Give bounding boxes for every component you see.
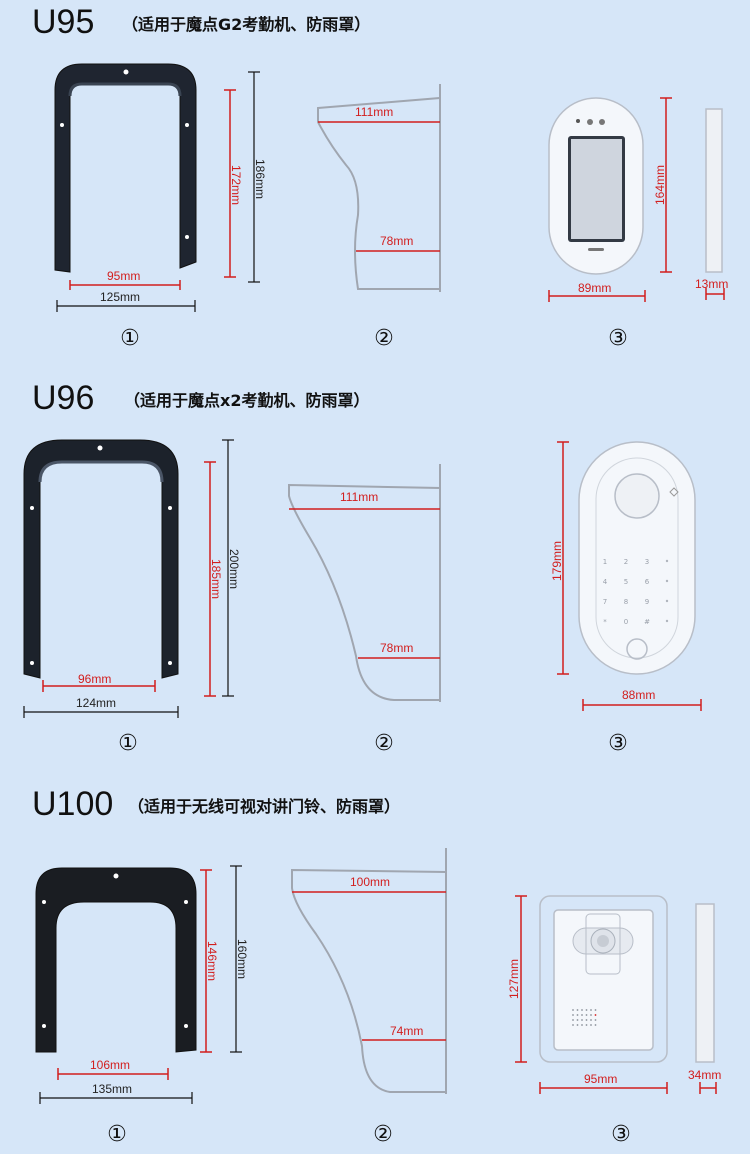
- speaker-hole: [576, 1014, 579, 1016]
- speaker-hole: [581, 1014, 583, 1016]
- front-outer-width: 124mm: [76, 696, 117, 710]
- u95-front-hood: [54, 63, 197, 273]
- front-inner-width: 96mm: [78, 672, 112, 686]
- keypad-key: 1: [603, 558, 607, 566]
- speaker-hole: [585, 1019, 588, 1021]
- keypad-indicator: [665, 559, 669, 563]
- device-height: 127mm: [507, 958, 522, 1000]
- marker-1: ①: [107, 1122, 127, 1147]
- keypad-key: 4: [603, 578, 608, 586]
- keypad-key: #: [644, 618, 650, 626]
- marker-2: ②: [373, 1122, 393, 1147]
- u95-side-profile: [317, 96, 441, 290]
- side-bottom-depth: 74mm: [390, 1024, 424, 1038]
- speaker-hole: [572, 1024, 574, 1026]
- marker-2: ②: [374, 731, 394, 756]
- section-u96: U96 （适用于魔点x2考勤机、防雨罩） 1 2 3 4 5 6 7 8 9 * 0 #: [0, 378, 750, 778]
- keypad-key: 6: [645, 578, 650, 586]
- front-inner-width: 106mm: [90, 1058, 131, 1072]
- u96-keypad: 1 2 3 4 5 6 7 8 9 * 0 #: [603, 558, 669, 626]
- keypad-indicator: [665, 619, 669, 623]
- keypad-key: 9: [645, 598, 649, 606]
- device-width: 88mm: [622, 688, 656, 702]
- u95-device-side: [705, 108, 723, 273]
- keypad-key: 3: [645, 558, 649, 566]
- keypad-key: 0: [624, 618, 628, 626]
- device-height: 164mm: [653, 164, 668, 206]
- speaker-hole: [594, 1009, 597, 1011]
- keypad-key: 2: [624, 558, 628, 566]
- side-top-depth: 100mm: [350, 875, 391, 889]
- front-outer-width: 125mm: [100, 290, 141, 304]
- u100-side-profile: [291, 868, 447, 1093]
- u100-drawings: [35, 848, 717, 1104]
- side-bottom-depth: 78mm: [380, 234, 414, 248]
- u96-device-front: [578, 441, 696, 675]
- speaker-hole: [590, 1024, 592, 1026]
- device-width: 89mm: [578, 281, 612, 295]
- front-outer-height: 200mm: [227, 548, 242, 590]
- speaker-hole: [576, 1024, 579, 1026]
- model-subtitle: （适用于无线可视对讲门铃、防雨罩）: [128, 797, 401, 816]
- front-inner-height: 185mm: [209, 558, 224, 600]
- keypad-indicator: [665, 579, 669, 583]
- device-thickness: 34mm: [688, 1068, 722, 1082]
- front-outer-height: 186mm: [253, 158, 268, 200]
- side-top-depth: 111mm: [355, 105, 394, 119]
- u100-device-plate: [539, 895, 668, 1063]
- marker-3: ③: [608, 326, 628, 351]
- section-u100: U100 （适用于无线可视对讲门铃、防雨罩）: [0, 784, 750, 1154]
- front-inner-height: 146mm: [205, 940, 220, 982]
- model-subtitle: （适用于魔点G2考勤机、防雨罩）: [122, 15, 371, 34]
- speaker-hole: [581, 1009, 583, 1011]
- section-u95: U95 （适用于魔点G2考勤机、防雨罩）: [0, 0, 750, 380]
- speaker-hole: [594, 1024, 597, 1026]
- u96-front-hood: [23, 439, 179, 679]
- keypad-key: 5: [624, 578, 628, 586]
- front-inner-width: 95mm: [107, 269, 141, 283]
- u95-drawings: [54, 63, 725, 312]
- speaker-hole: [576, 1019, 579, 1021]
- model-title: U95: [32, 3, 95, 41]
- speaker-hole: [594, 1019, 597, 1021]
- marker-3: ③: [608, 731, 628, 756]
- front-outer-width: 135mm: [92, 1082, 133, 1096]
- model-subtitle: （适用于魔点x2考勤机、防雨罩）: [124, 391, 370, 410]
- u96-drawings: 1 2 3 4 5 6 7 8 9 * 0 #: [23, 439, 702, 718]
- side-bottom-depth: 78mm: [380, 641, 414, 655]
- speaker-hole: [572, 1014, 574, 1016]
- marker-1: ①: [120, 326, 140, 351]
- marker-2: ②: [374, 326, 394, 351]
- device-width: 95mm: [584, 1072, 618, 1086]
- speaker-hole: [594, 1014, 597, 1016]
- marker-3: ③: [611, 1122, 631, 1147]
- u96-side-profile: [288, 483, 441, 701]
- model-title: U96: [32, 379, 95, 417]
- speaker-hole: [572, 1019, 574, 1021]
- speaker-hole: [572, 1009, 574, 1011]
- model-title: U100: [32, 785, 114, 823]
- speaker-hole: [590, 1009, 592, 1011]
- speaker-hole: [585, 1009, 588, 1011]
- front-inner-height: 172mm: [229, 164, 244, 206]
- keypad-key: *: [603, 618, 607, 626]
- keypad-key: 8: [624, 598, 628, 606]
- side-top-depth: 111mm: [340, 490, 379, 504]
- speaker-hole: [581, 1024, 583, 1026]
- front-outer-height: 160mm: [235, 938, 250, 980]
- speaker-hole: [581, 1019, 583, 1021]
- marker-1: ①: [118, 731, 138, 756]
- speaker-hole: [585, 1024, 588, 1026]
- u100-front-hood: [35, 867, 197, 1053]
- speaker-hole: [590, 1014, 592, 1016]
- keypad-indicator: [665, 599, 669, 603]
- u100-speaker-grid: [572, 1009, 597, 1026]
- keypad-key: 7: [603, 598, 607, 606]
- device-height: 179mm: [550, 540, 565, 582]
- u100-device-side: [695, 903, 715, 1063]
- speaker-hole: [590, 1019, 592, 1021]
- device-thickness: 13mm: [695, 277, 729, 291]
- speaker-hole: [585, 1014, 588, 1016]
- speaker-hole: [576, 1009, 579, 1011]
